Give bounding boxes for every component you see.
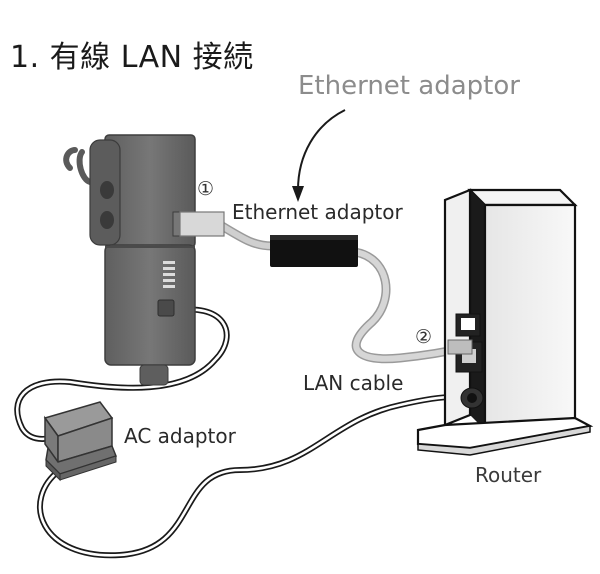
router-label: Router xyxy=(475,463,542,487)
step-1-marker: ① xyxy=(197,178,215,200)
callout-label: Ethernet adaptor xyxy=(298,71,520,101)
callout-arrowhead xyxy=(292,186,304,202)
ethernet-adaptor-label: Ethernet adaptor xyxy=(232,200,403,224)
ac-adaptor-label: AC adaptor xyxy=(124,424,236,448)
ac-adaptor xyxy=(43,401,117,482)
callout-arrow xyxy=(297,109,346,191)
lan-plug xyxy=(447,339,473,355)
router xyxy=(416,188,594,456)
ethernet-adaptor-box xyxy=(270,235,358,267)
power-cable-to-router-inner xyxy=(38,395,472,557)
step-2-marker: ② xyxy=(415,326,433,348)
lan-cable-to-router-inner xyxy=(352,249,471,362)
power-cable-inner xyxy=(16,308,228,441)
lan-cable-line-inner xyxy=(219,223,275,249)
lan-cable-label: LAN cable xyxy=(303,371,404,395)
usb-plug xyxy=(179,211,225,237)
diagram-title: 1. 有線 LAN 接続 xyxy=(10,40,254,75)
main-device xyxy=(63,134,196,386)
